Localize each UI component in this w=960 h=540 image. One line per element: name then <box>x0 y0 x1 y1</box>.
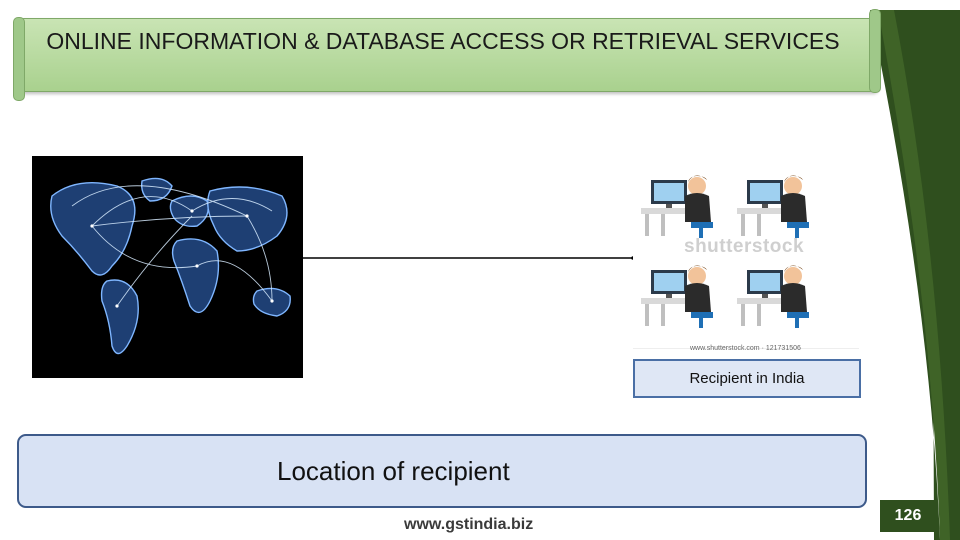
connector-arrow <box>303 256 635 260</box>
image-credit: www.shutterstock.com · 121731506 <box>690 345 801 352</box>
decorative-side-band <box>870 10 960 540</box>
world-map-image <box>32 156 303 378</box>
page-number: 126 <box>880 500 936 532</box>
location-box: Location of recipient <box>17 434 867 508</box>
image-watermark: shutterstock <box>684 236 805 257</box>
office-workers-image <box>633 150 859 358</box>
footer-url[interactable]: www.gstindia.biz <box>404 516 534 533</box>
location-text: Location of recipient <box>277 456 510 486</box>
recipient-label: Recipient in India <box>633 359 861 398</box>
title-banner: ONLINE INFORMATION & DATABASE ACCESS OR … <box>13 9 881 101</box>
slide-title: ONLINE INFORMATION & DATABASE ACCESS OR … <box>46 28 840 54</box>
